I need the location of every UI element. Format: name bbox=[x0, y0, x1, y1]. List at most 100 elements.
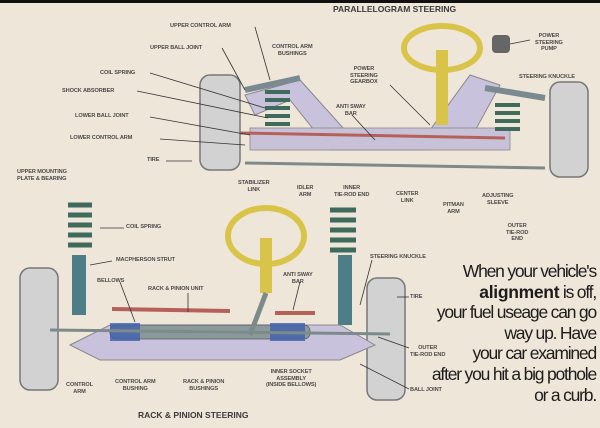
label-line: ARM bbox=[73, 388, 86, 395]
tie-rod bbox=[49, 328, 391, 336]
label-bellows: BELLOWS bbox=[97, 278, 125, 284]
label-line: IDLER bbox=[297, 185, 314, 191]
label-line: BUSHING bbox=[122, 385, 148, 392]
label-line: BUSHINGS bbox=[277, 50, 307, 57]
strut-coil-right bbox=[330, 207, 356, 253]
rack-pinion-assembly bbox=[19, 202, 406, 401]
left-tire bbox=[199, 74, 241, 171]
power-steering-pump bbox=[492, 35, 510, 53]
label-line: POWER bbox=[353, 66, 375, 72]
caption-line: way up. Have bbox=[504, 322, 597, 343]
label-line: CONTROL bbox=[66, 382, 93, 388]
label-line: CONTROL ARM bbox=[272, 44, 313, 50]
label-line: ADJUSTING bbox=[482, 193, 514, 199]
label-rack-pinion-unit: RACK & PINION UNIT bbox=[148, 286, 204, 292]
label-line: ASSEMBLY bbox=[276, 375, 307, 382]
label-macpherson-strut: MACPHERSON STRUT bbox=[116, 257, 176, 263]
caption-line: alignment is off, bbox=[432, 281, 597, 303]
label-line: TIE-ROD END bbox=[334, 191, 370, 198]
label-line: BUSHINGS bbox=[189, 385, 218, 392]
label-coil-spring-bottom: COIL SPRING bbox=[126, 224, 162, 230]
label-line: (INSIDE BELLOWS) bbox=[266, 382, 317, 388]
label-steering-knuckle: STEERING KNUCKLE bbox=[519, 74, 575, 80]
label-line: STABILIZER bbox=[238, 180, 270, 186]
label-line: TIE-ROD bbox=[506, 229, 529, 236]
label-coil-spring: COIL SPRING bbox=[100, 70, 136, 76]
parallelogram-steering-title: PARALLELOGRAM STEERING bbox=[333, 4, 457, 14]
anti-sway-bar bbox=[239, 131, 506, 140]
label-line: PLATE & BEARING bbox=[17, 175, 67, 182]
label-line: PITMAN bbox=[443, 202, 464, 208]
leader-lines bbox=[89, 26, 531, 390]
label-line: RACK & PINION bbox=[183, 379, 225, 385]
steering-column-top bbox=[436, 50, 448, 125]
label-lower-ball-joint: LOWER BALL JOINT bbox=[75, 113, 129, 119]
label-lower-control-arm: LOWER CONTROL ARM bbox=[70, 135, 133, 141]
label-steering-knuckle-bottom: STEERING KNUCKLE bbox=[370, 254, 426, 260]
caption-text: is off, bbox=[559, 281, 597, 302]
label-line: SLEEVE bbox=[486, 199, 509, 206]
label-line: ANTI SWAY bbox=[336, 104, 366, 110]
upper-control-arm-right bbox=[484, 85, 546, 101]
label-line: POWER bbox=[538, 33, 560, 39]
rack-pinion-steering-title: RACK & PINION STEERING bbox=[138, 410, 249, 420]
label-line: GEARBOX bbox=[350, 79, 378, 85]
left-coil-spring bbox=[265, 90, 290, 126]
caption-line: after you hit a big pothole bbox=[431, 363, 597, 384]
label-line: END bbox=[511, 236, 523, 242]
label-line: TIE-ROD END bbox=[410, 351, 446, 358]
right-coil-spring bbox=[495, 103, 520, 131]
right-tire-bottom bbox=[366, 277, 406, 401]
label-line: ARM bbox=[447, 208, 460, 215]
label-line: OUTER bbox=[418, 345, 438, 351]
upper-control-arm-left bbox=[244, 75, 301, 93]
top-border bbox=[0, 0, 600, 3]
label-line: STEERING bbox=[535, 39, 563, 46]
label-line: INNER bbox=[343, 185, 361, 191]
crossmember bbox=[249, 127, 511, 151]
center-link bbox=[244, 161, 546, 170]
parallelogram-assembly bbox=[199, 23, 589, 178]
label-upper-ball-joint: UPPER BALL JOINT bbox=[150, 45, 203, 51]
label-line: INNER SOCKET bbox=[270, 369, 312, 375]
label-shock-absorber: SHOCK ABSORBER bbox=[62, 88, 115, 94]
right-tire bbox=[549, 81, 589, 178]
label-line: BAR bbox=[291, 278, 304, 285]
strut-right bbox=[338, 255, 352, 325]
label-line: UPPER MOUNTING bbox=[17, 169, 67, 175]
caption-line: When your vehicle's bbox=[462, 261, 597, 281]
label-line: CONTROL ARM bbox=[115, 379, 156, 385]
caption-line: your car examined bbox=[472, 343, 597, 364]
label-tire: TIRE bbox=[147, 157, 160, 163]
strut-left bbox=[72, 255, 86, 315]
steering-column-bottom bbox=[260, 238, 272, 293]
steering-shaft bbox=[247, 292, 269, 336]
anti-sway-bar-bottom-left bbox=[111, 307, 231, 313]
label-line: LINK bbox=[400, 197, 414, 204]
label-line: STEERING bbox=[350, 72, 378, 79]
label-upper-control-arm: UPPER CONTROL ARM bbox=[170, 23, 231, 29]
strut-coil-left bbox=[68, 202, 92, 248]
caption-line: or a curb. bbox=[534, 384, 597, 405]
caption-line: your fuel useage can go bbox=[436, 302, 597, 323]
label-line: BAR bbox=[344, 110, 357, 117]
